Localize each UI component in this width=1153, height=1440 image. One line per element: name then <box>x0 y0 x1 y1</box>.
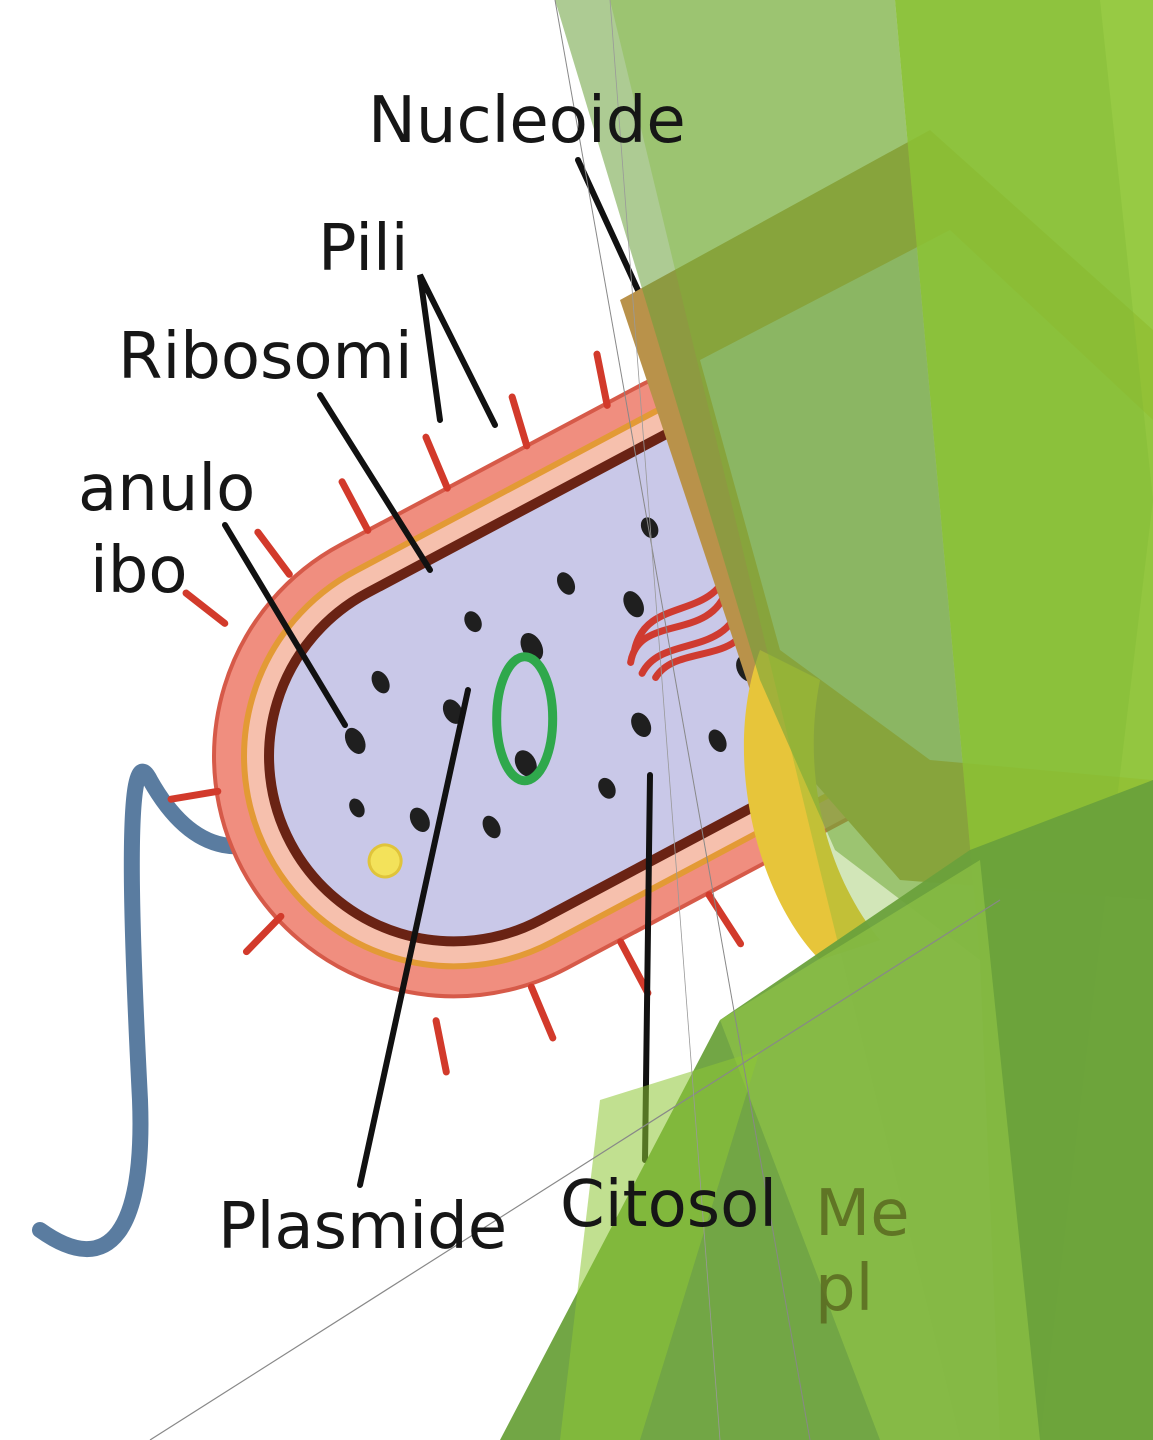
label-nucleoid: Nucleoide <box>368 84 686 158</box>
label-membrane-line1: Me <box>815 1177 910 1251</box>
leader-pili <box>420 275 495 425</box>
label-cytosol: Citosol <box>560 1168 777 1242</box>
label-pili: Pili <box>318 212 409 286</box>
label-granule-line2: ibo <box>90 534 188 608</box>
label-granule-line1: anulo <box>78 452 255 526</box>
label-plasmid: Plasmide <box>218 1190 507 1264</box>
label-membrane-line2: pl <box>815 1252 873 1326</box>
label-ribosomes: Ribosomi <box>118 320 413 394</box>
